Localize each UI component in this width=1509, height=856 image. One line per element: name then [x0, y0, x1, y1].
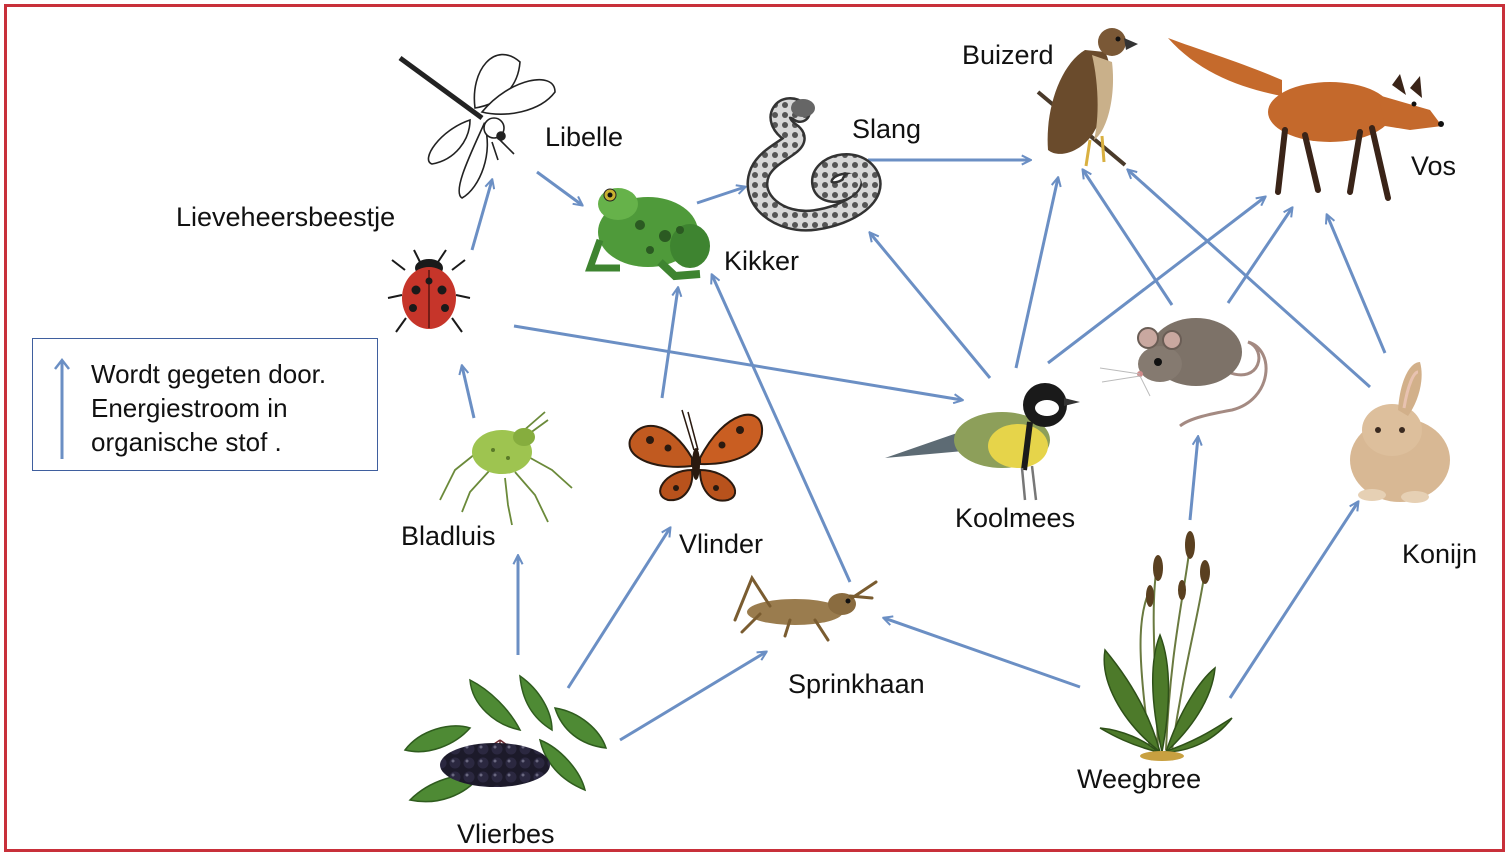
dragonfly-icon [400, 55, 555, 198]
frog-icon [590, 188, 710, 276]
arrow-libelle-kikker [537, 172, 582, 205]
legend-line-2: Energiestroom in [91, 391, 326, 425]
arrow-vlierbes-vlinder [568, 528, 670, 688]
label-buizerd: Buizerd [962, 40, 1054, 70]
label-bladluis: Bladluis [401, 521, 496, 551]
arrow-koolmees-buizerd [1016, 178, 1058, 368]
label-slang: Slang [852, 114, 921, 144]
legend-line-1: Wordt gegeten door. [91, 357, 326, 391]
arrow-lieveheersbeestje-libelle [472, 180, 492, 250]
arrow-muis-buizerd [1083, 170, 1172, 305]
fox-icon [1168, 38, 1444, 198]
label-konijn: Konijn [1402, 539, 1477, 569]
legend-arrow-icon [53, 357, 71, 461]
label-libelle: Libelle [545, 122, 623, 152]
great-tit-icon [885, 383, 1080, 500]
elderberry-icon [405, 676, 606, 802]
arrow-weegbree-konijn [1230, 502, 1358, 698]
arrow-koolmees-slang [870, 233, 990, 378]
label-vlinder: Vlinder [679, 529, 763, 559]
ladybug-icon [388, 250, 470, 332]
arrow-kikker-slang [697, 187, 745, 203]
arrow-vlinder-kikker [662, 288, 678, 398]
arrow-vlierbes-sprinkhaan [620, 652, 766, 740]
legend-line-3: organische stof . [91, 425, 326, 459]
arrow-weegbree-muis [1190, 437, 1198, 520]
label-vos: Vos [1411, 151, 1456, 181]
arrow-lieveheersbeestje-koolmees [514, 326, 962, 400]
label-weegbree: Weegbree [1077, 764, 1201, 794]
mouse-icon [1100, 318, 1266, 426]
plantain-icon [1100, 531, 1232, 761]
aphid-icon [440, 412, 572, 525]
label-lieveheersbeestje: Lieveheersbeestje [176, 202, 395, 232]
arrow-konijn-vos [1327, 215, 1385, 353]
label-sprinkhaan: Sprinkhaan [788, 669, 925, 699]
legend-text: Wordt gegeten door. Energiestroom in org… [91, 357, 326, 459]
label-vlierbes: Vlierbes [457, 819, 555, 849]
grasshopper-icon [735, 578, 876, 640]
label-koolmees: Koolmees [955, 503, 1075, 533]
arrow-bladluis-lieveheersbeestje [462, 366, 474, 418]
label-kikker: Kikker [724, 246, 799, 276]
legend-box: Wordt gegeten door. Energiestroom in org… [32, 338, 378, 471]
butterfly-icon [630, 410, 763, 501]
